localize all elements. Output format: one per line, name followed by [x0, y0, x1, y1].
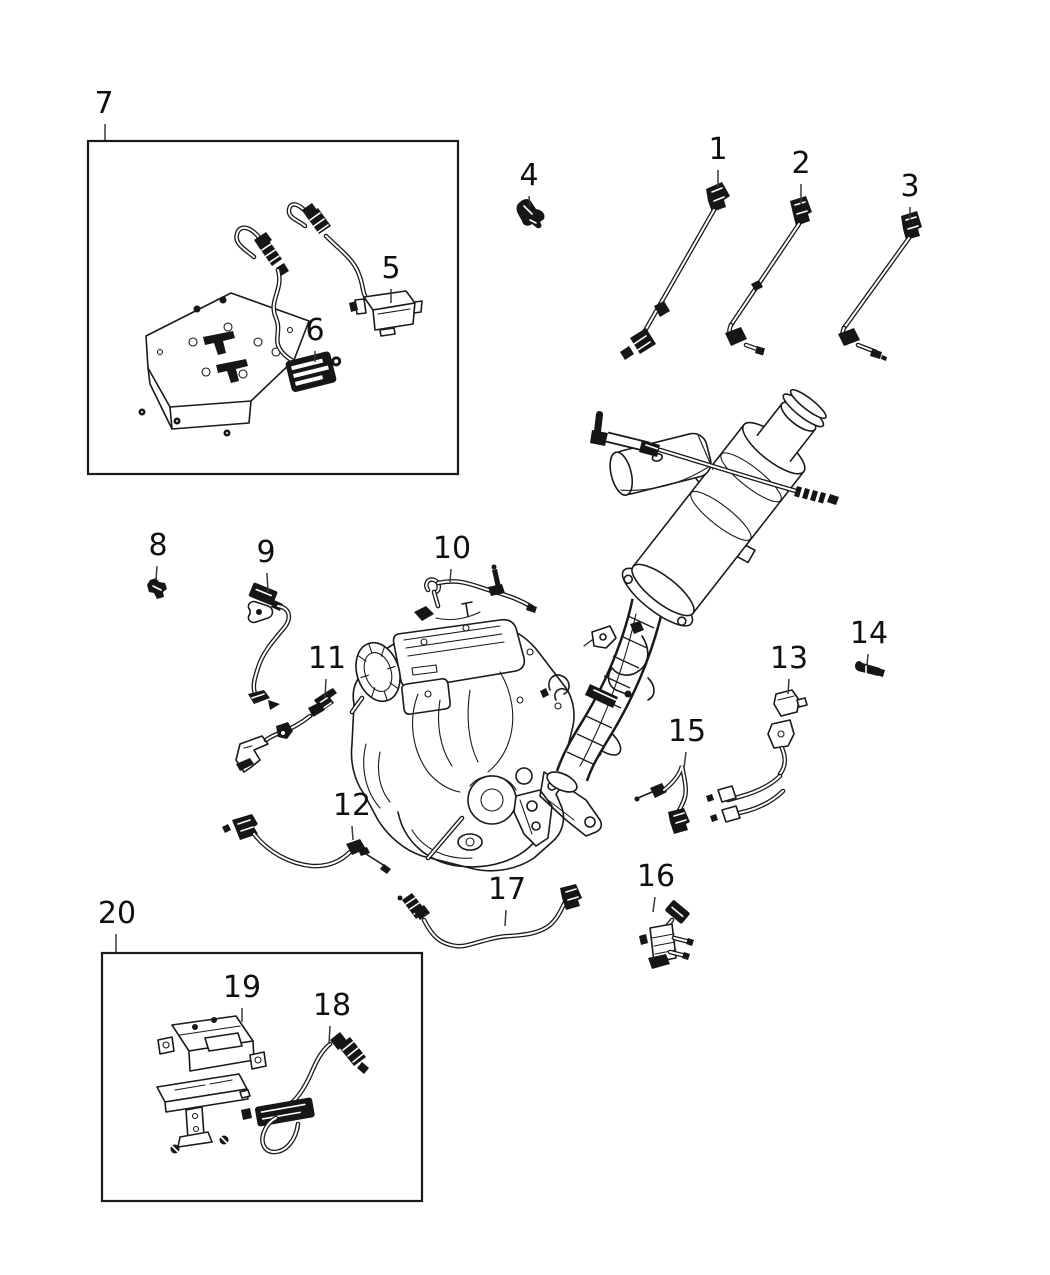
callout-5[interactable]: 5	[381, 251, 400, 286]
part-14-drawing	[855, 661, 885, 677]
callout-12[interactable]: 12	[333, 788, 371, 823]
part-8-drawing	[147, 578, 167, 599]
part-12-drawing	[222, 814, 391, 874]
leader-line-13	[787, 678, 790, 695]
part-4-drawing	[516, 199, 545, 229]
catalytic-converter-drawing	[590, 389, 839, 701]
callout-13[interactable]: 13	[770, 641, 808, 676]
callout-11[interactable]: 11	[308, 641, 346, 676]
callout-4[interactable]: 4	[519, 158, 538, 193]
part-16-drawing	[639, 900, 694, 969]
part-11-drawing	[235, 688, 337, 773]
leader-line-10	[449, 568, 452, 583]
part-15-drawing	[634, 765, 690, 834]
leader-line-17	[504, 909, 507, 927]
callout-8[interactable]: 8	[148, 528, 167, 563]
exhaust-downpipe-drawing	[540, 598, 665, 793]
callout-7[interactable]: 7	[94, 86, 113, 121]
callouts: 1 2 3 4 5 6 7 8 9 10 11 12 13 14 15 16 1…	[94, 86, 919, 1023]
callout-20[interactable]: 20	[98, 896, 136, 931]
part-7-kit-drawing	[138, 202, 423, 437]
callout-6[interactable]: 6	[305, 313, 324, 348]
callout-16[interactable]: 16	[637, 859, 675, 894]
leader-line-4	[528, 195, 531, 208]
part-20-kit-drawing	[156, 1015, 369, 1155]
part-9-drawing	[247, 582, 292, 710]
callout-10[interactable]: 10	[433, 531, 471, 566]
leader-line-12	[351, 825, 354, 841]
callout-3[interactable]: 3	[900, 169, 919, 204]
part-17-drawing	[397, 884, 582, 949]
callout-14[interactable]: 14	[850, 616, 888, 651]
callout-15[interactable]: 15	[668, 714, 706, 749]
engine-assembly-drawing	[349, 601, 622, 872]
part-2-drawing	[725, 196, 812, 356]
leader-line-11	[324, 678, 327, 699]
group-box-20	[100, 951, 424, 1203]
part-3-drawing	[838, 211, 922, 361]
callout-18[interactable]: 18	[313, 988, 351, 1023]
callout-17[interactable]: 17	[488, 872, 526, 907]
leader-lines	[104, 124, 911, 1045]
part-1-drawing	[620, 182, 730, 360]
group-box-7	[86, 139, 460, 476]
leader-line-16	[652, 896, 656, 913]
callout-2[interactable]: 2	[791, 146, 810, 181]
part-13-drawing	[706, 689, 808, 823]
leader-line-8	[155, 565, 158, 581]
leader-line-14	[866, 653, 869, 667]
part-10-drawing	[424, 564, 537, 613]
leader-line-9	[266, 572, 269, 593]
leader-line-15	[683, 751, 687, 769]
callout-9[interactable]: 9	[256, 535, 275, 570]
callout-1[interactable]: 1	[708, 132, 727, 167]
callout-19[interactable]: 19	[223, 970, 261, 1005]
leader-line-18	[328, 1025, 331, 1045]
